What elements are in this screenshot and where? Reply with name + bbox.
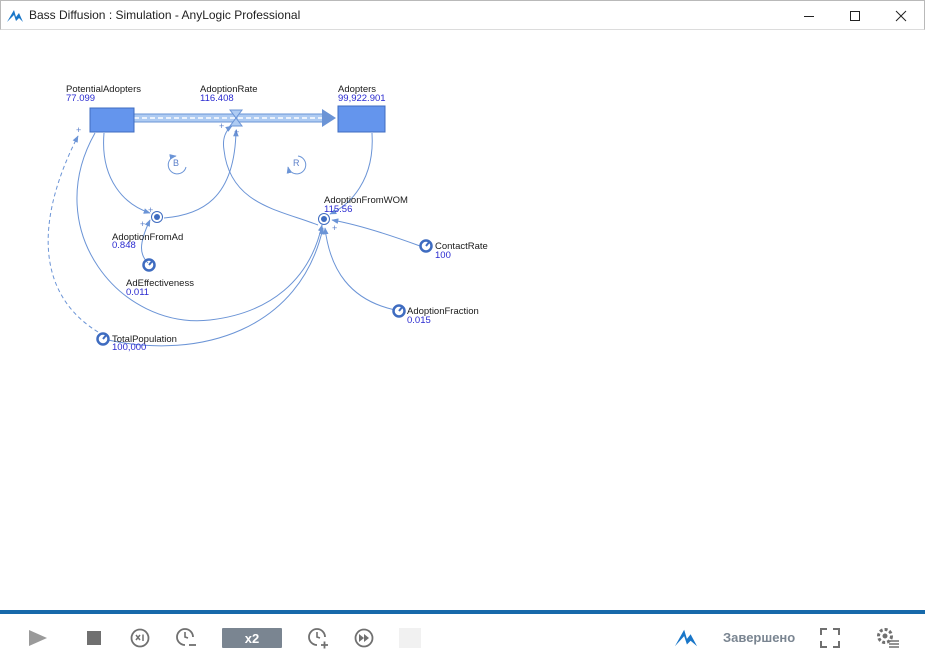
- stop-icon: [87, 631, 101, 645]
- causal-links: [47, 125, 421, 347]
- settings-button[interactable]: [876, 626, 900, 650]
- loop-b-icon: [167, 154, 187, 175]
- minimize-icon: [804, 15, 814, 17]
- settings-icon: [877, 628, 899, 648]
- adoption-from-wom-label: AdoptionFromWOM: [324, 195, 408, 206]
- anylogic-logo-icon: [674, 629, 698, 647]
- anylogic-app-icon: [7, 10, 23, 22]
- close-button[interactable]: [878, 1, 924, 30]
- fullscreen-button[interactable]: [818, 626, 842, 650]
- realtime-x1-icon: [130, 628, 150, 648]
- ad-effectiveness-parameter[interactable]: [142, 258, 156, 272]
- model-canvas[interactable]: PotentialAdopters 77.099 AdoptionRate 11…: [0, 30, 925, 610]
- slow-down-icon: [176, 628, 196, 646]
- adopters-stock[interactable]: [337, 105, 386, 133]
- potential-adopters-label: PotentialAdopters: [66, 84, 141, 95]
- adoption-from-ad-value: 0.848: [112, 240, 136, 251]
- simulation-status: Завершено: [723, 630, 796, 645]
- run-button[interactable]: [26, 626, 50, 650]
- minimize-button[interactable]: [786, 1, 832, 30]
- polarity-sign: +: [219, 121, 225, 131]
- adoption-from-ad-label: AdoptionFromAd: [112, 232, 184, 243]
- speed-up-button[interactable]: [306, 626, 330, 650]
- ad-effectiveness-label: AdEffectiveness: [126, 278, 194, 289]
- adoption-fraction-value: 0.015: [407, 315, 431, 326]
- close-icon: [895, 10, 907, 21]
- fast-forward-button[interactable]: [352, 626, 376, 650]
- loop-r-icon: [286, 155, 307, 175]
- polarity-sign: +: [148, 205, 154, 215]
- total-population-parameter[interactable]: [96, 332, 110, 346]
- ad-effectiveness-value: 0.011: [126, 287, 150, 298]
- adoption-from-wom-value: 115.56: [324, 204, 353, 215]
- fullscreen-icon: [820, 628, 840, 648]
- speed-indicator: x2: [222, 628, 282, 648]
- adoption-from-wom-variable[interactable]: [318, 213, 330, 225]
- loop-r-label: R: [293, 158, 300, 168]
- contact-rate-parameter[interactable]: [419, 239, 433, 253]
- polarity-sign: +: [140, 219, 146, 229]
- total-population-value: 100,000: [112, 342, 147, 353]
- adoption-from-ad-variable[interactable]: [151, 211, 163, 223]
- total-population-label: TotalPopulation: [112, 334, 177, 345]
- adoption-rate-valve[interactable]: [229, 109, 243, 127]
- adoption-rate-label: AdoptionRate: [200, 84, 258, 95]
- potential-adopters-stock[interactable]: [89, 107, 135, 133]
- contact-rate-value: 100: [435, 250, 451, 261]
- adoption-fraction-parameter[interactable]: [392, 304, 406, 318]
- maximize-icon: [850, 10, 860, 21]
- adoption-fraction-label: AdoptionFraction: [407, 306, 479, 317]
- contact-rate-label: ContactRate: [435, 241, 488, 252]
- play-icon: [29, 630, 47, 646]
- toolbar-placeholder: [399, 628, 421, 648]
- adoption-rate-flow-pipe: [133, 109, 336, 127]
- polarity-sign: +: [76, 125, 82, 135]
- adoption-rate-value: 116.408: [200, 93, 234, 104]
- window-title: Bass Diffusion : Simulation - AnyLogic P…: [29, 8, 301, 22]
- adopters-value: 99,922.901: [338, 93, 386, 104]
- fast-forward-icon: [354, 628, 374, 648]
- loop-b-label: B: [173, 158, 180, 168]
- polarity-sign: +: [234, 127, 240, 137]
- title-bar: Bass Diffusion : Simulation - AnyLogic P…: [0, 0, 925, 30]
- polarity-sign: +: [332, 223, 338, 233]
- stop-button[interactable]: [82, 626, 106, 650]
- anylogic-logo: [674, 626, 698, 650]
- realtime-button[interactable]: [128, 626, 152, 650]
- potential-adopters-value: 77.099: [66, 93, 96, 104]
- stock-flow-diagram: [47, 105, 433, 347]
- slow-down-button[interactable]: [174, 626, 198, 650]
- simulation-toolbar: x2 Завершено: [0, 614, 925, 662]
- speed-up-icon: [308, 628, 328, 649]
- toolbar-divider: [0, 610, 925, 614]
- maximize-button[interactable]: [832, 1, 878, 30]
- adopters-label: Adopters: [338, 84, 377, 95]
